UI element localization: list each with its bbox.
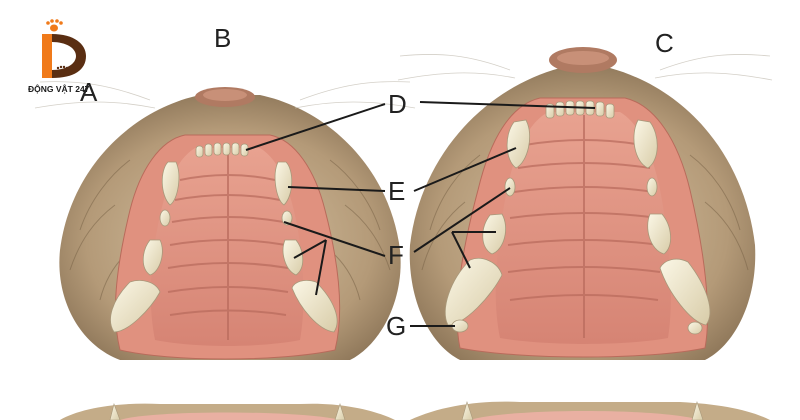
upper-jaw-c [397,47,773,360]
label-f: F [388,240,404,270]
premolars-small-c [504,177,658,197]
leader-f-a [283,221,386,257]
whiskers-right [397,53,773,81]
label-d: D [388,89,407,119]
label-c: C [655,28,674,58]
brand-logo: ĐỘNG VẬT 247 [28,19,90,94]
label-g: G [386,311,406,341]
canines-c [506,119,658,169]
leader-f-right-a [413,187,511,253]
whiskers-left [34,81,416,109]
premolars-small-b [159,209,293,227]
leader-d-left [245,103,386,151]
label-a: A [80,77,98,107]
logo-text: ĐỘNG VẬT 247 [28,83,90,94]
leader-e-right [413,147,517,192]
incisors-b [195,142,249,158]
leader-lines [245,101,596,327]
leader-f-b [293,239,327,259]
logo-d-shape [42,34,52,78]
leader-f-c [315,239,327,296]
upper-jaw-b [34,81,416,360]
label-e: E [388,176,405,206]
fur-strands-right [421,154,749,271]
leader-f-right-c [451,231,471,269]
label-b: B [214,23,231,53]
premolars-mid-c [482,213,671,255]
leader-e-left [287,186,386,192]
premolars-mid-b [142,239,304,276]
palate-ridges-c [507,115,661,338]
carnassials-c [444,258,711,326]
carnassials-b [110,280,338,333]
palate-ridges-b [167,152,289,340]
canines-b [161,161,293,206]
leader-d-right [419,101,596,109]
paw-icon [46,19,63,32]
lower-jaws-partial [60,400,770,420]
paw-icon-small [56,65,69,75]
